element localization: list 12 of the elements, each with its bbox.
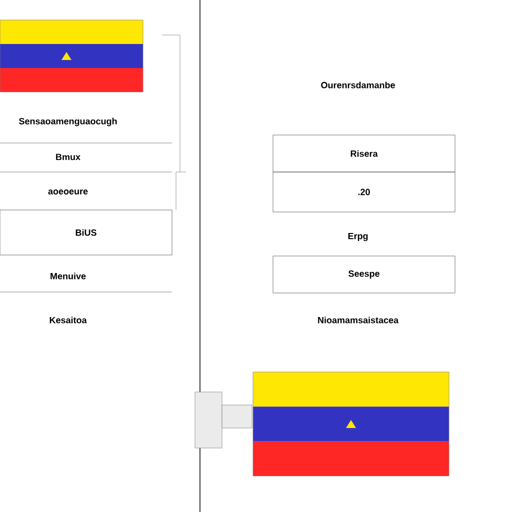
row-label: Sensaoamenguaocugh (19, 118, 117, 126)
row-label: Nioamamsaistacea (318, 316, 399, 324)
row-label: Bmux (56, 154, 80, 160)
table-cell: BiUS (0, 210, 172, 256)
row-label: Erpg (348, 232, 368, 242)
header-text: Ourenrsdamanbe (321, 82, 395, 88)
table-cell: Risera (272, 134, 456, 172)
row-label: Menuive (50, 272, 86, 280)
table-cell: Seespe (272, 256, 456, 294)
row-label: Kesaitoa (50, 316, 87, 324)
table-cell: .20 (272, 172, 456, 212)
row-label: aoeoeure (48, 190, 88, 194)
